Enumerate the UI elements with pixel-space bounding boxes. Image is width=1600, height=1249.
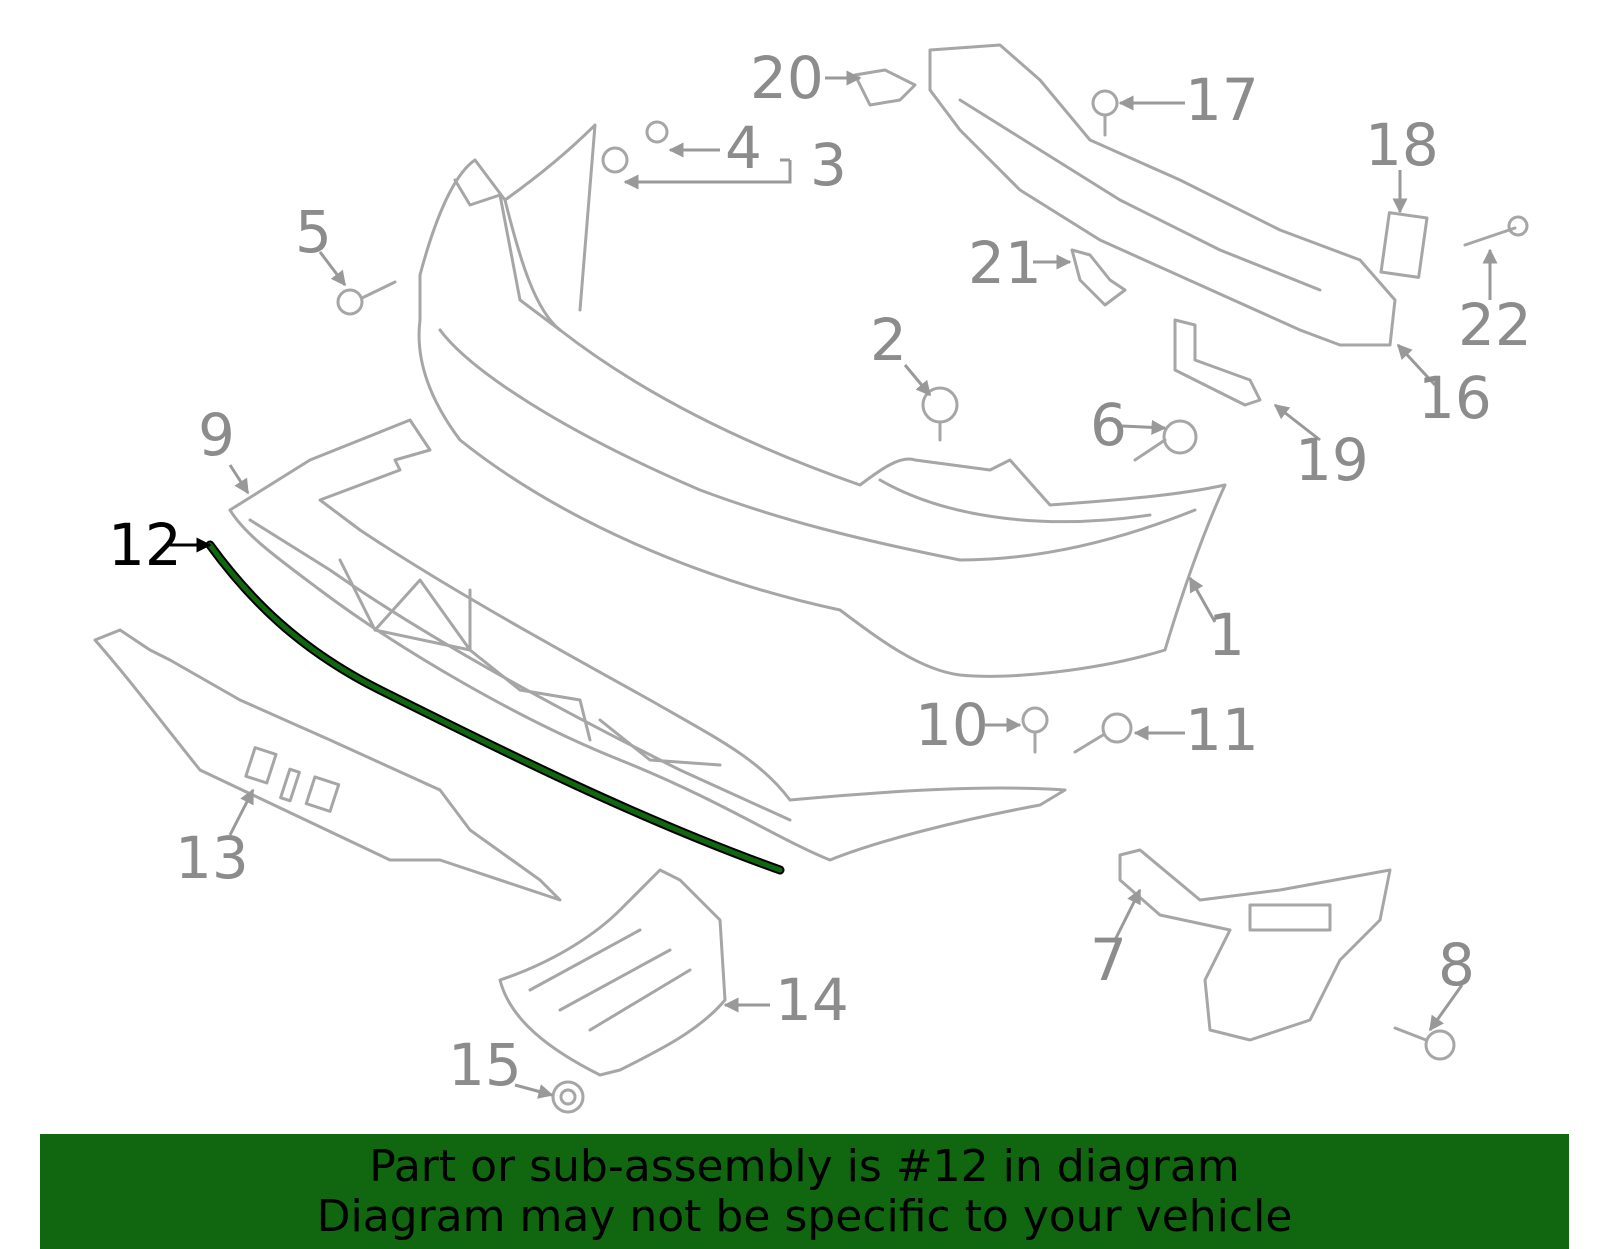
callout-18: 18	[1365, 111, 1439, 179]
banner-line-1: Part or sub-assembly is #12 in diagram	[369, 1141, 1240, 1192]
callout-20: 20	[750, 44, 824, 112]
callout-14: 14	[775, 966, 849, 1034]
callout-16: 16	[1418, 364, 1492, 432]
lower-valance-part	[228, 418, 1067, 862]
callout-17: 17	[1185, 66, 1259, 134]
trim-strip-part-12	[205, 540, 785, 875]
callout-21: 21	[968, 229, 1042, 297]
callout-9: 9	[198, 401, 235, 469]
callout-1: 1	[1208, 601, 1245, 669]
leader-lines	[170, 70, 1498, 1099]
info-banner: Part or sub-assembly is #12 in diagram D…	[40, 1134, 1569, 1249]
callout-11: 11	[1185, 696, 1259, 764]
callout-15: 15	[448, 1031, 522, 1099]
callout-12: 12	[108, 511, 182, 579]
callout-3: 3	[810, 131, 847, 199]
undercover-part	[498, 868, 727, 1077]
callout-2: 2	[870, 306, 907, 374]
callout-19: 19	[1295, 426, 1369, 494]
callout-10: 10	[915, 691, 989, 759]
hardware-parts	[336, 68, 1529, 1061]
callout-8: 8	[1438, 931, 1475, 999]
bumper-cover-part	[417, 123, 1227, 678]
banner-line-2: Diagram may not be specific to your vehi…	[316, 1191, 1293, 1242]
callout-5: 5	[295, 198, 332, 266]
reinforcement-beam-part	[928, 43, 1397, 347]
callout-7: 7	[1090, 926, 1127, 994]
callout-labels: 1 2 3 4 5 6 7 8 9 10 11 12 13 14 15 16 1…	[108, 44, 1532, 1099]
grommet-part-15	[551, 1080, 585, 1114]
callout-13: 13	[175, 824, 249, 892]
lower-panel-part	[93, 628, 562, 902]
callout-6: 6	[1090, 391, 1127, 459]
callout-22: 22	[1458, 291, 1532, 359]
side-bracket-part	[1118, 848, 1392, 1042]
callout-4: 4	[725, 114, 762, 182]
